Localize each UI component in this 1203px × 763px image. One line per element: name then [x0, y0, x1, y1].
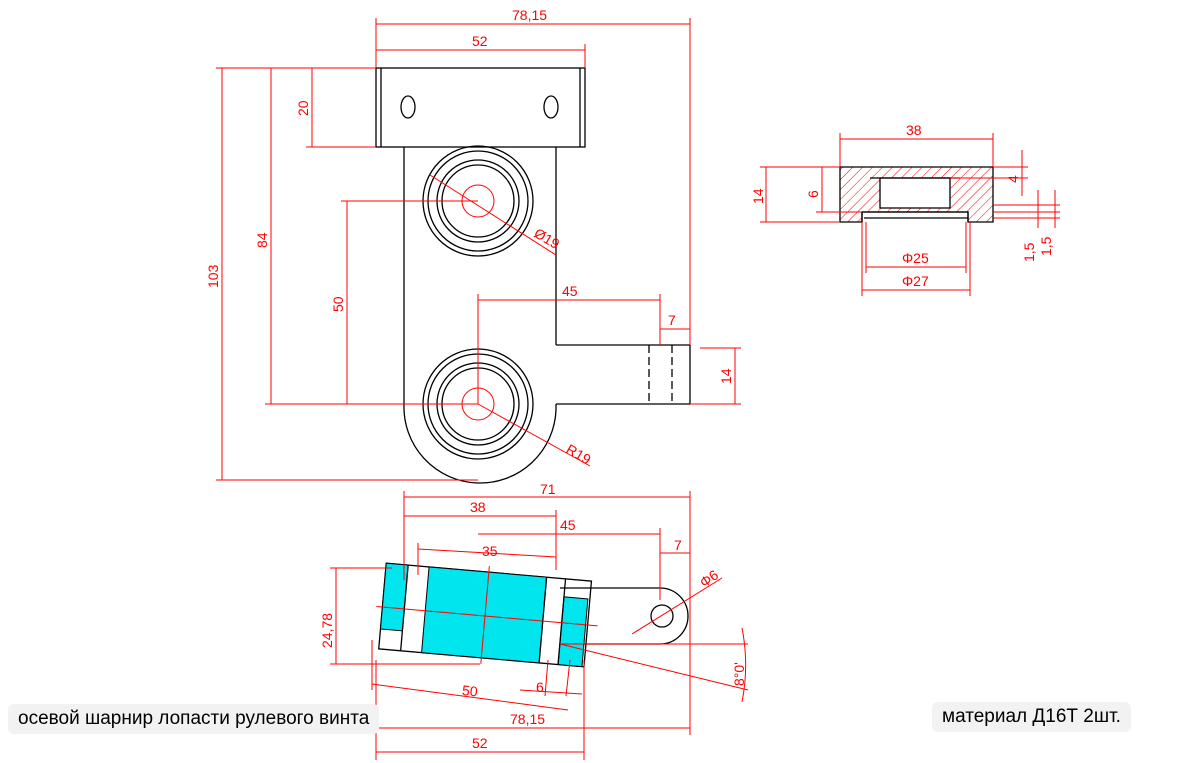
dim-arm-thickness: 14: [718, 368, 734, 384]
main-part-view: [375, 67, 691, 484]
dim-side-24-78: 24,78: [319, 613, 335, 648]
dim-side-52: 52: [472, 735, 488, 751]
dim-bush-height: 14: [750, 188, 766, 204]
bushing-section: [839, 166, 994, 223]
flange-hole-left: [400, 95, 416, 119]
dim-side-38: 38: [470, 499, 486, 515]
dim-side-71: 71: [540, 481, 556, 497]
dim-bush-recess: 6: [805, 190, 821, 198]
dim-flange-height: 20: [295, 100, 311, 116]
dim-arm-tip: 7: [668, 312, 676, 328]
dim-side-7: 7: [674, 537, 682, 553]
dim-side-hole: Φ6: [697, 566, 722, 590]
dim-side-78-15: 78,15: [510, 711, 545, 727]
dim-bush-top: 4: [1005, 175, 1021, 183]
dim-outer-radius: R19: [564, 441, 594, 468]
dim-arm-length: 45: [562, 283, 578, 299]
dim-side-45: 45: [560, 517, 576, 533]
side-arm: [560, 587, 689, 645]
dim-height-84: 84: [254, 232, 270, 248]
dim-bush-1-5-a: 1,5: [1021, 242, 1037, 262]
dim-side-6: 6: [536, 679, 544, 695]
dim-bore-diameter: Ø19: [532, 225, 563, 252]
dim-top-flange: 52: [472, 33, 488, 49]
bushing-dimensions: 38 14 6 4 1,5 1,5 Φ25 Φ27: [750, 122, 1060, 296]
main-view-dimensions: 78,15 52 20 103 84 50 Ø19 45 7: [205, 7, 741, 481]
dim-bush-width: 38: [906, 122, 922, 138]
dim-side-35: 35: [482, 543, 498, 559]
dim-bush-d27: Φ27: [902, 273, 929, 289]
dim-bush-d25: Φ25: [902, 250, 929, 266]
dim-height-50: 50: [330, 296, 346, 312]
drawing-title: осевой шарнир лопасти рулевого винта: [8, 704, 380, 734]
side-hole: [650, 604, 674, 628]
flange-hole-right: [543, 95, 559, 119]
rounded-end: [403, 403, 557, 484]
dim-bush-1-5-b: 1,5: [1038, 236, 1054, 256]
dim-side-angle: 8°0': [731, 662, 747, 686]
material-note: материал Д16Т 2шт.: [932, 702, 1131, 732]
flange-outline: [375, 67, 586, 148]
dim-side-50: 50: [461, 682, 478, 700]
dim-top-overall: 78,15: [512, 7, 547, 23]
dim-height-103: 103: [205, 264, 221, 288]
side-view: [376, 562, 689, 668]
